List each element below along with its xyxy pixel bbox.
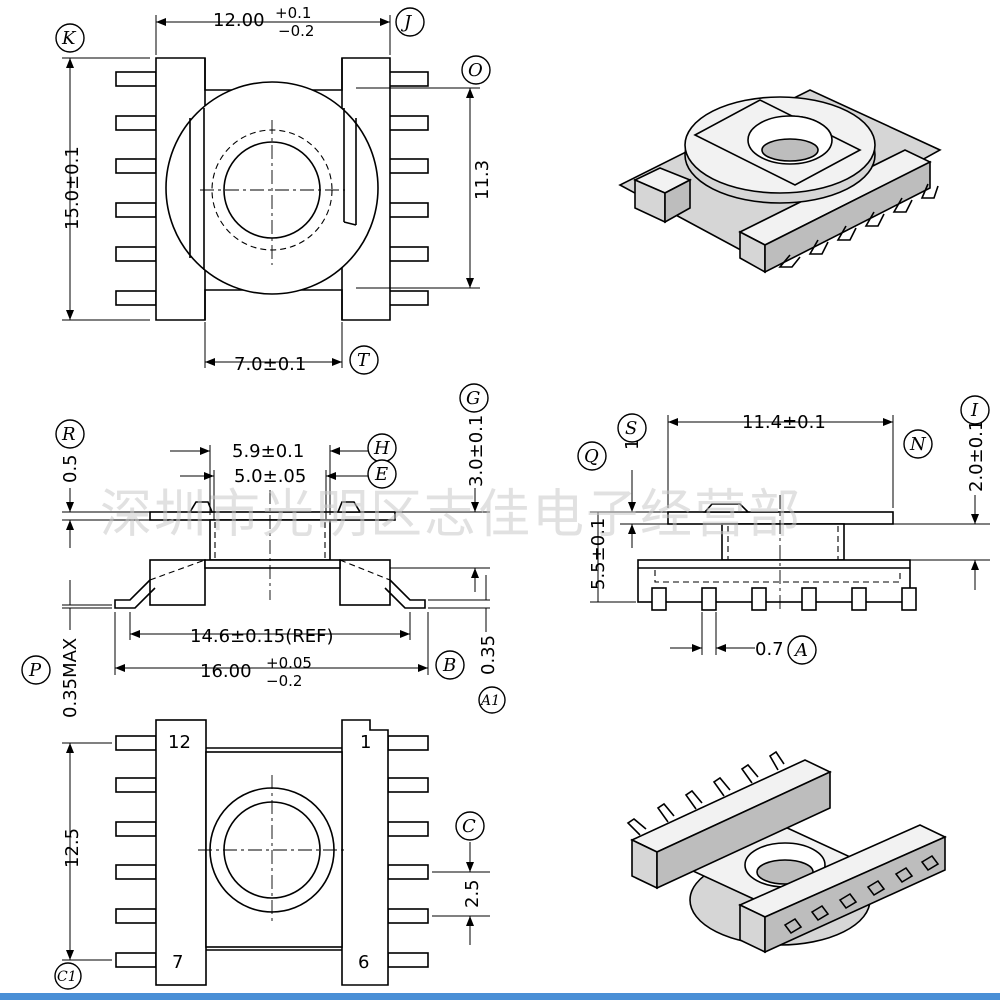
dim-0-35max: 0.35MAX (60, 638, 81, 718)
dim-5-5: 5.5±0.1 (588, 518, 609, 590)
callout-T: T (349, 345, 379, 375)
dim-12-5: 12.5 (62, 828, 83, 868)
svg-text:P: P (28, 660, 42, 681)
dim-height-15: 15.0±0.1 (62, 146, 83, 230)
dim-11-4: 11.4±0.1 (742, 412, 826, 433)
dim-top-width-tol-plus: +0.1 (275, 4, 311, 22)
svg-text:C1: C1 (57, 969, 77, 985)
callout-P: P (21, 655, 51, 685)
callout-S: S (617, 413, 647, 443)
callout-G: G (459, 383, 489, 413)
callout-Q: Q (577, 441, 607, 471)
dim-width-7: 7.0±0.1 (234, 354, 306, 375)
callout-A1: A1 (478, 686, 506, 714)
callout-C1: C1 (54, 962, 82, 990)
svg-text:B: B (442, 655, 456, 676)
svg-text:A: A (793, 640, 808, 661)
callout-B: B (435, 650, 465, 680)
pin-label-6: 6 (358, 952, 369, 973)
callout-A: A (787, 635, 817, 665)
callout-K: K (55, 23, 85, 53)
svg-text:N: N (909, 434, 927, 455)
watermark-text: 深圳市光明区志佳电子经营部 (100, 485, 802, 545)
dimension-labels: 12.00 +0.1 −0.2 15.0±0.1 11.3 7.0±0.1 5.… (60, 4, 987, 973)
svg-text:A1: A1 (479, 693, 500, 709)
svg-text:T: T (357, 350, 371, 371)
svg-text:Q: Q (584, 446, 599, 467)
dim-height-11-3: 11.3 (472, 160, 493, 200)
svg-text:O: O (468, 60, 483, 81)
top-view (62, 15, 480, 368)
dim-top-width: 12.00 (213, 10, 265, 31)
callout-O: O (461, 55, 491, 85)
front-view (62, 445, 490, 675)
pin-label-1: 1 (360, 732, 371, 753)
isometric-view-bottom (626, 750, 947, 954)
bottom-accent-bar (0, 993, 1000, 1000)
callout-I: I (960, 395, 990, 425)
dim-0-35: 0.35 (478, 635, 499, 675)
pin-label-7: 7 (172, 952, 183, 973)
dim-14-6: 14.6±0.15(REF) (190, 626, 334, 647)
dim-5-9: 5.9±0.1 (232, 441, 304, 462)
callout-N: N (903, 429, 933, 459)
svg-text:J: J (400, 12, 413, 33)
svg-text:G: G (466, 388, 480, 409)
bottom-view (62, 719, 490, 986)
dim-5-0: 5.0±.05 (234, 466, 306, 487)
pin-label-12: 12 (168, 732, 191, 753)
dim-2-0: 2.0±0.1 (966, 420, 987, 492)
isometric-view-top (618, 89, 942, 274)
dim-0-5: 0.5 (60, 454, 81, 483)
bottom-view-right-pins (387, 735, 429, 968)
callout-H: H (367, 433, 397, 463)
svg-text:E: E (374, 464, 388, 485)
top-view-left-pins (115, 71, 157, 306)
dim-3-0: 3.0±0.1 (466, 415, 487, 487)
dim-16-tol-plus: +0.05 (266, 654, 312, 672)
svg-text:S: S (625, 418, 637, 439)
svg-text:C: C (462, 816, 476, 837)
dim-0-7: 0.7 (755, 639, 784, 660)
dim-top-width-tol-minus: −0.2 (278, 22, 314, 40)
bottom-view-left-pins (115, 735, 157, 968)
dim-16: 16.00 (200, 661, 252, 682)
svg-text:H: H (373, 438, 390, 459)
top-view-right-pins (387, 71, 429, 306)
callout-R: R (55, 419, 85, 449)
side-view (590, 415, 990, 655)
callout-C: C (455, 811, 485, 841)
svg-text:K: K (61, 28, 77, 49)
dim-2-5: 2.5 (462, 879, 483, 908)
svg-text:I: I (970, 400, 979, 421)
callout-J: J (395, 7, 425, 37)
callout-E: E (367, 459, 397, 489)
svg-text:R: R (61, 424, 76, 445)
dim-16-tol-minus: −0.2 (266, 672, 302, 690)
